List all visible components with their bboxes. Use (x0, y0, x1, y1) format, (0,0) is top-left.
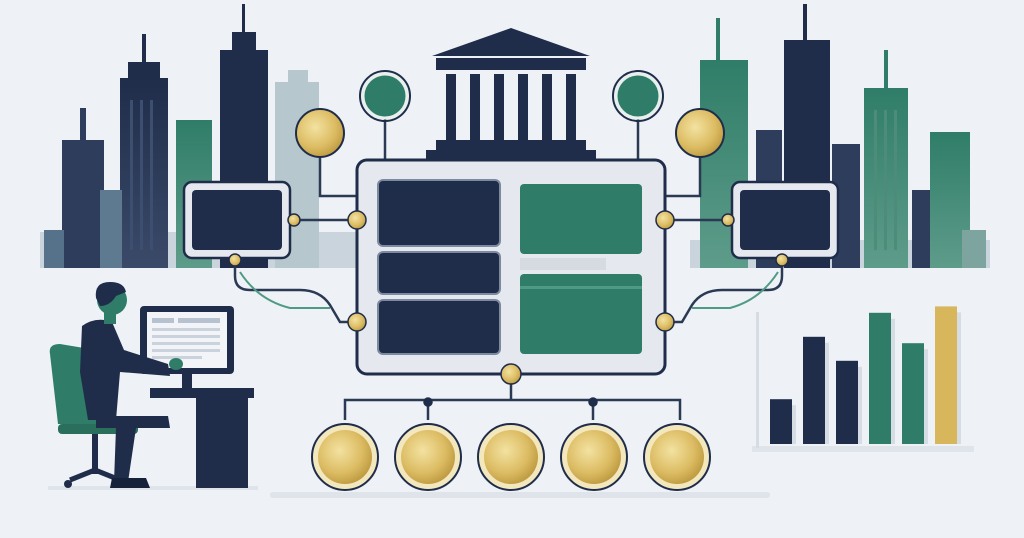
chart-bar-shadow (924, 349, 928, 444)
gold-coin-face (650, 430, 704, 484)
chart-bar (770, 399, 792, 444)
chart-bar-shadow (825, 342, 829, 444)
chart-bar-shadow (891, 318, 895, 444)
bar-chart-icon (752, 306, 974, 452)
gold-coin-face (567, 430, 621, 484)
chart-bar (869, 312, 891, 444)
chart-bars (770, 306, 961, 444)
chart-bar (902, 343, 924, 444)
chart-bar (836, 360, 858, 444)
left-monitor (182, 180, 292, 260)
gold-coin-face (318, 430, 372, 484)
coin-row (311, 423, 711, 491)
chart-bar (935, 306, 957, 444)
chart-bar-shadow (957, 312, 961, 444)
gold-coin-face (401, 430, 455, 484)
bank-building-icon (426, 28, 596, 160)
right-monitor (730, 180, 840, 260)
person-at-computer-icon (48, 282, 258, 490)
network-hub-icon (359, 70, 664, 122)
gold-coin-icon (295, 108, 725, 158)
chart-bar-shadow (858, 366, 862, 444)
gold-coin-face (484, 430, 538, 484)
coin-row-base (270, 492, 770, 498)
connector-joints (228, 210, 789, 407)
chart-bar-shadow (792, 405, 796, 444)
accent-lines (239, 271, 779, 309)
central-dashboard-panel (355, 158, 667, 376)
chart-bar (803, 336, 825, 444)
